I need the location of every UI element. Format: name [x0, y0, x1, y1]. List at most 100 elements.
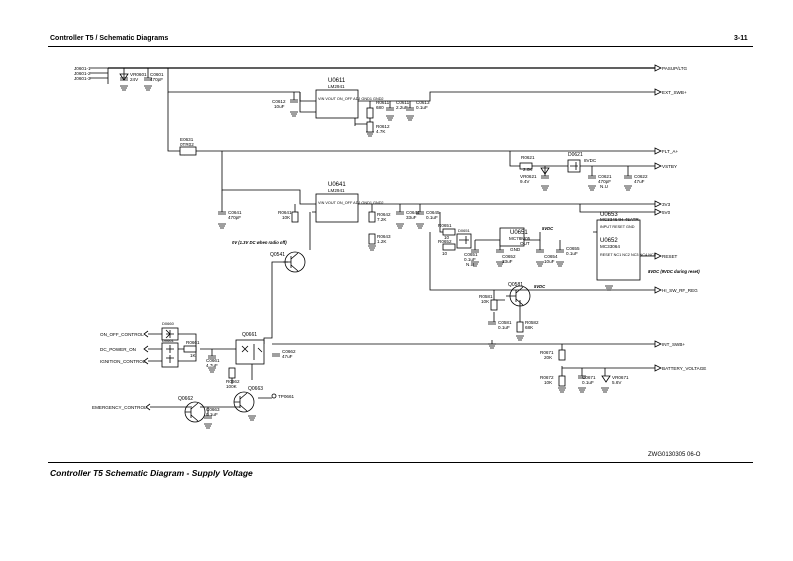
c0581-val: 0.1uF: [498, 325, 510, 330]
c0644-ref: C0644: [406, 210, 420, 215]
u0611-ref: U0611: [328, 78, 346, 84]
r0671-val: 20K: [544, 355, 553, 360]
d0661-ref: D0661: [162, 338, 175, 343]
c0652-val: 33uF: [502, 259, 513, 264]
c0651-nu: N.U: [466, 262, 474, 267]
u0653-part: MC33464H-45ATR: [600, 217, 639, 222]
r0661-ref: R0661: [186, 340, 200, 345]
note-q0581-5vdc: 5VDC: [534, 284, 546, 289]
u0652-part: MC33064: [600, 244, 620, 249]
c0655-val: 0.1uF: [566, 251, 578, 256]
transistor-symbols: [184, 251, 531, 423]
e0631-ref: E0631: [180, 137, 194, 142]
net-ext-sw: EXT_SWB+: [662, 90, 687, 95]
q0581-ref: Q0581: [508, 282, 523, 288]
u0651-out: OUT: [520, 241, 530, 246]
connector-1: J0601-1: [74, 66, 91, 71]
r0582-ref: R0582: [525, 320, 539, 325]
c0581-ref: C0581: [498, 320, 512, 325]
footer-rule: [48, 462, 753, 463]
c0652-ref: C0652: [502, 254, 516, 259]
net-int-sw: INT_SWB+: [662, 342, 685, 347]
c0651-ref: C0651: [464, 252, 478, 257]
r0661-val: 1K: [190, 353, 197, 358]
net-3v3: 3V3: [662, 202, 671, 207]
header-title: Controller T5 / Schematic Diagrams: [50, 35, 169, 42]
vr0671-val: 5.6V: [612, 380, 622, 385]
c0662-val: 47uF: [282, 354, 293, 359]
d0621-val: 8VDC: [584, 158, 597, 163]
r0643-ref: R0643: [377, 234, 391, 239]
u0653-ref: U0653: [600, 212, 618, 218]
connector-2: J0601-2: [74, 71, 91, 76]
vr0601-val: 24V: [130, 77, 139, 82]
c0644-val: 33uF: [406, 215, 417, 220]
net-reset: RESET: [662, 254, 678, 259]
r0672-ref: R0672: [540, 375, 554, 380]
c0611-ref: C0611: [396, 100, 410, 105]
c0601-ref: C0601: [150, 72, 164, 77]
note-reset-voltage: 8VDC (9VDC during reset): [648, 269, 700, 274]
q0541-ref: Q0541: [270, 252, 285, 258]
u0611-part: LM2941: [328, 84, 345, 89]
c0621-nu: N.U: [600, 184, 608, 189]
c0622-val: 47uF: [634, 179, 645, 184]
u0641-pins: VIN VOUT ON_OFF ADJ GND1 GND2: [318, 201, 384, 205]
vr0621-val: 9.4V: [520, 179, 530, 184]
c0601-val: 470pF: [150, 77, 163, 82]
c0612-val: 10uF: [274, 104, 285, 109]
c0663-ref: C0663: [206, 407, 220, 412]
net-on-off: ON_OFF_CONTROL: [100, 332, 144, 337]
c0645-ref: C0645: [426, 210, 440, 215]
net-emergency: EMERGENCY_CONTROL: [92, 405, 147, 410]
c0671-val: 0.1uF: [582, 380, 594, 385]
e0631-val: 0TR02: [180, 142, 194, 147]
c0613-ref: C0613: [416, 100, 430, 105]
header-rule: [48, 46, 753, 47]
note-switch-voltage: 0V (1.3V DC when radio off): [232, 240, 287, 245]
c0671-ref: C0671: [582, 375, 596, 380]
u0653-pins: INPUT RESET GND: [600, 225, 635, 229]
ic-blocks: [235, 89, 641, 365]
r0611-ref: R0611: [376, 100, 390, 105]
u0651-gnd: GND: [510, 247, 521, 252]
c0611-val: 2.2uF: [396, 105, 408, 110]
r0612-ref: R0612: [376, 124, 390, 129]
d0660-ref: D0660: [162, 321, 175, 326]
q0661-ref: Q0661: [242, 332, 257, 338]
r0652-ref: R0652: [438, 239, 452, 244]
c0621-ref: C0621: [598, 174, 612, 179]
page-number: 3-11: [734, 35, 748, 42]
c0651-val: 0.1uF: [464, 257, 476, 262]
net-vstby: VSTBY: [662, 164, 677, 169]
u0652-ref: U0652: [600, 238, 618, 244]
r0652-val: 10: [442, 251, 448, 256]
r0651-ref: R0651: [438, 223, 452, 228]
passive-components: [119, 73, 632, 419]
u0651-part: MC78M05: [509, 236, 531, 241]
u0641-ref: U0641: [328, 182, 346, 188]
r0641-ref: R0641: [278, 210, 292, 215]
note-u0651-5vdc: 5VDC: [542, 226, 554, 231]
c0661-ref: C0661: [206, 358, 220, 363]
r0581-val: 10K: [481, 299, 490, 304]
u0641-part: LM2941: [328, 188, 345, 193]
q0662-ref: Q0662: [178, 396, 193, 402]
net-arrows: [143, 64, 662, 411]
r0651-val: 10: [444, 235, 450, 240]
net-ignition: IGNITION_CONTROL: [100, 359, 146, 364]
r0643-val: 1.2K: [377, 239, 387, 244]
r0671-ref: R0671: [540, 350, 554, 355]
r0621-ref: R0621: [521, 155, 535, 160]
vr0621-ref: VR0621: [520, 174, 537, 179]
c0654-val: 10uF: [544, 259, 555, 264]
c0663-val: 0.1uF: [206, 412, 218, 417]
vr0671-ref: VR0671: [612, 375, 629, 380]
r0612-val: 4.7K: [376, 129, 386, 134]
net-hi-sw: HI_SW_RF_REG: [662, 288, 698, 293]
c0621-val: 470pF: [598, 179, 611, 184]
connector-3: J0601-3: [74, 76, 91, 81]
c0654-ref: C0654: [544, 254, 558, 259]
c0655-ref: C0655: [566, 246, 580, 251]
